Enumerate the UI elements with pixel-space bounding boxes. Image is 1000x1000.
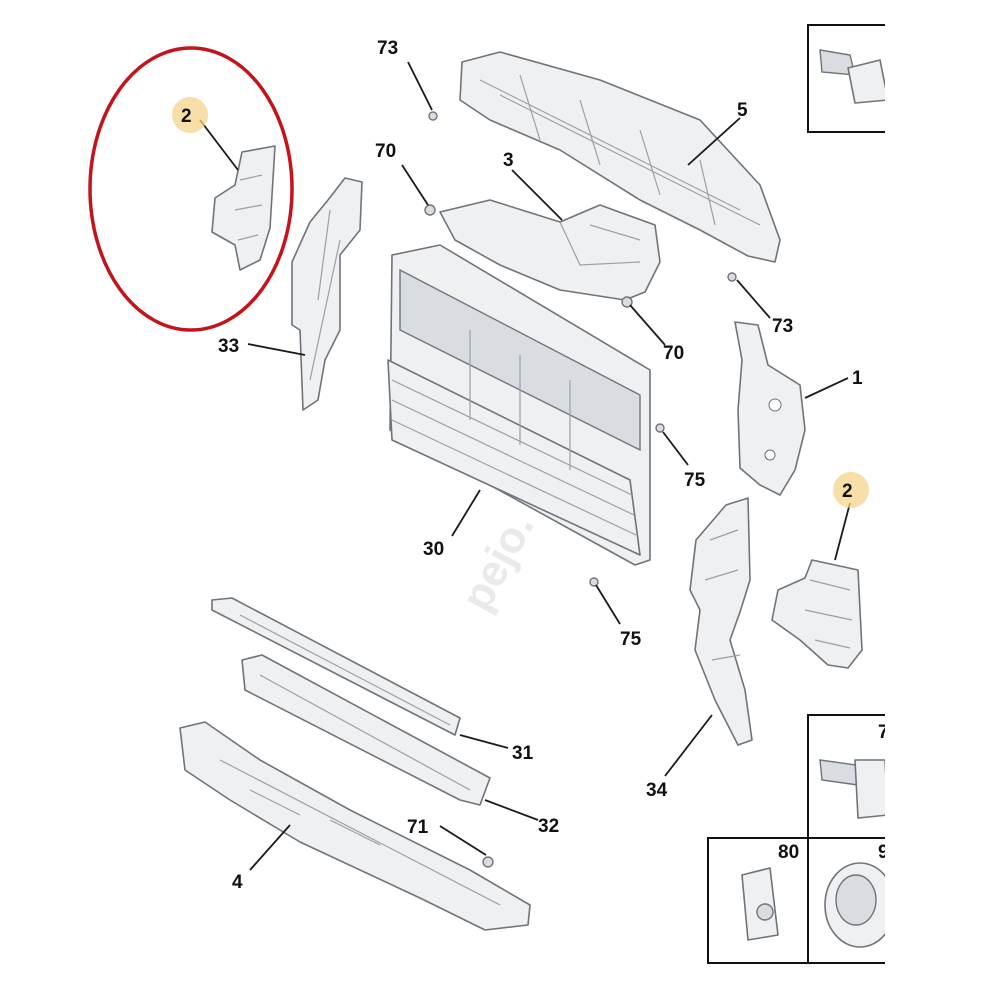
screw-75-upper: [655, 423, 665, 433]
callout-labels: 2 2 73 5 70 3 33 70 73 1 75 30 75 31 34 …: [172, 38, 869, 893]
callout-badge-2-right: [833, 472, 869, 508]
callout-4: 4: [232, 872, 243, 893]
part-air-guide-left: [211, 145, 276, 271]
part-lower-deflector: [211, 597, 461, 736]
part-air-guide-right: [771, 559, 863, 669]
clip-70-right: [621, 296, 633, 308]
part-left-side-deflector: [291, 177, 363, 411]
callout-2-left: 2: [181, 106, 192, 127]
part-upper-deflector: [439, 199, 661, 301]
screw-75-lower: [589, 577, 599, 587]
callout-75-upper: 75: [684, 470, 706, 491]
part-upper-crossmember: [459, 51, 781, 263]
fasteners: [424, 111, 737, 868]
callout-70-left: 70: [375, 141, 396, 162]
callout-5: 5: [737, 100, 748, 121]
watermark: pejo.: [452, 505, 543, 619]
callout-32: 32: [538, 816, 559, 837]
callout-9x: 9: [878, 842, 889, 863]
clip-70-left: [424, 204, 436, 216]
leader-lines: [199, 61, 851, 871]
callout-73-right: 73: [772, 316, 793, 337]
highlight-circle: [88, 46, 294, 332]
screw-73-top: [428, 111, 438, 121]
callout-34: 34: [646, 780, 668, 801]
callout-75-lower: 75: [620, 629, 642, 650]
part-right-bracket: [734, 321, 806, 496]
callout-3: 3: [503, 150, 514, 171]
nut-71: [482, 856, 494, 868]
inset-box-80: 80: [707, 837, 809, 964]
callout-31: 31: [512, 743, 534, 764]
callout-73-top: 73: [377, 38, 398, 59]
callout-1: 1: [852, 368, 863, 389]
part-lower-beam: [241, 654, 491, 806]
callout-badge-2-left: [172, 97, 208, 133]
callout-71: 71: [407, 817, 429, 838]
callout-70-right: 70: [663, 343, 684, 364]
part-lower-crossmember: [179, 721, 531, 931]
callout-30: 30: [423, 539, 444, 560]
callout-80: 80: [778, 842, 799, 863]
callout-2-right: 2: [842, 481, 853, 502]
part-right-side-deflector: [689, 497, 753, 746]
callout-33: 33: [218, 336, 239, 357]
screw-73-right: [727, 272, 737, 282]
callout-7x: 7: [878, 722, 889, 743]
part-cooling-module: [387, 244, 651, 566]
edge-mask: [885, 0, 1000, 1000]
